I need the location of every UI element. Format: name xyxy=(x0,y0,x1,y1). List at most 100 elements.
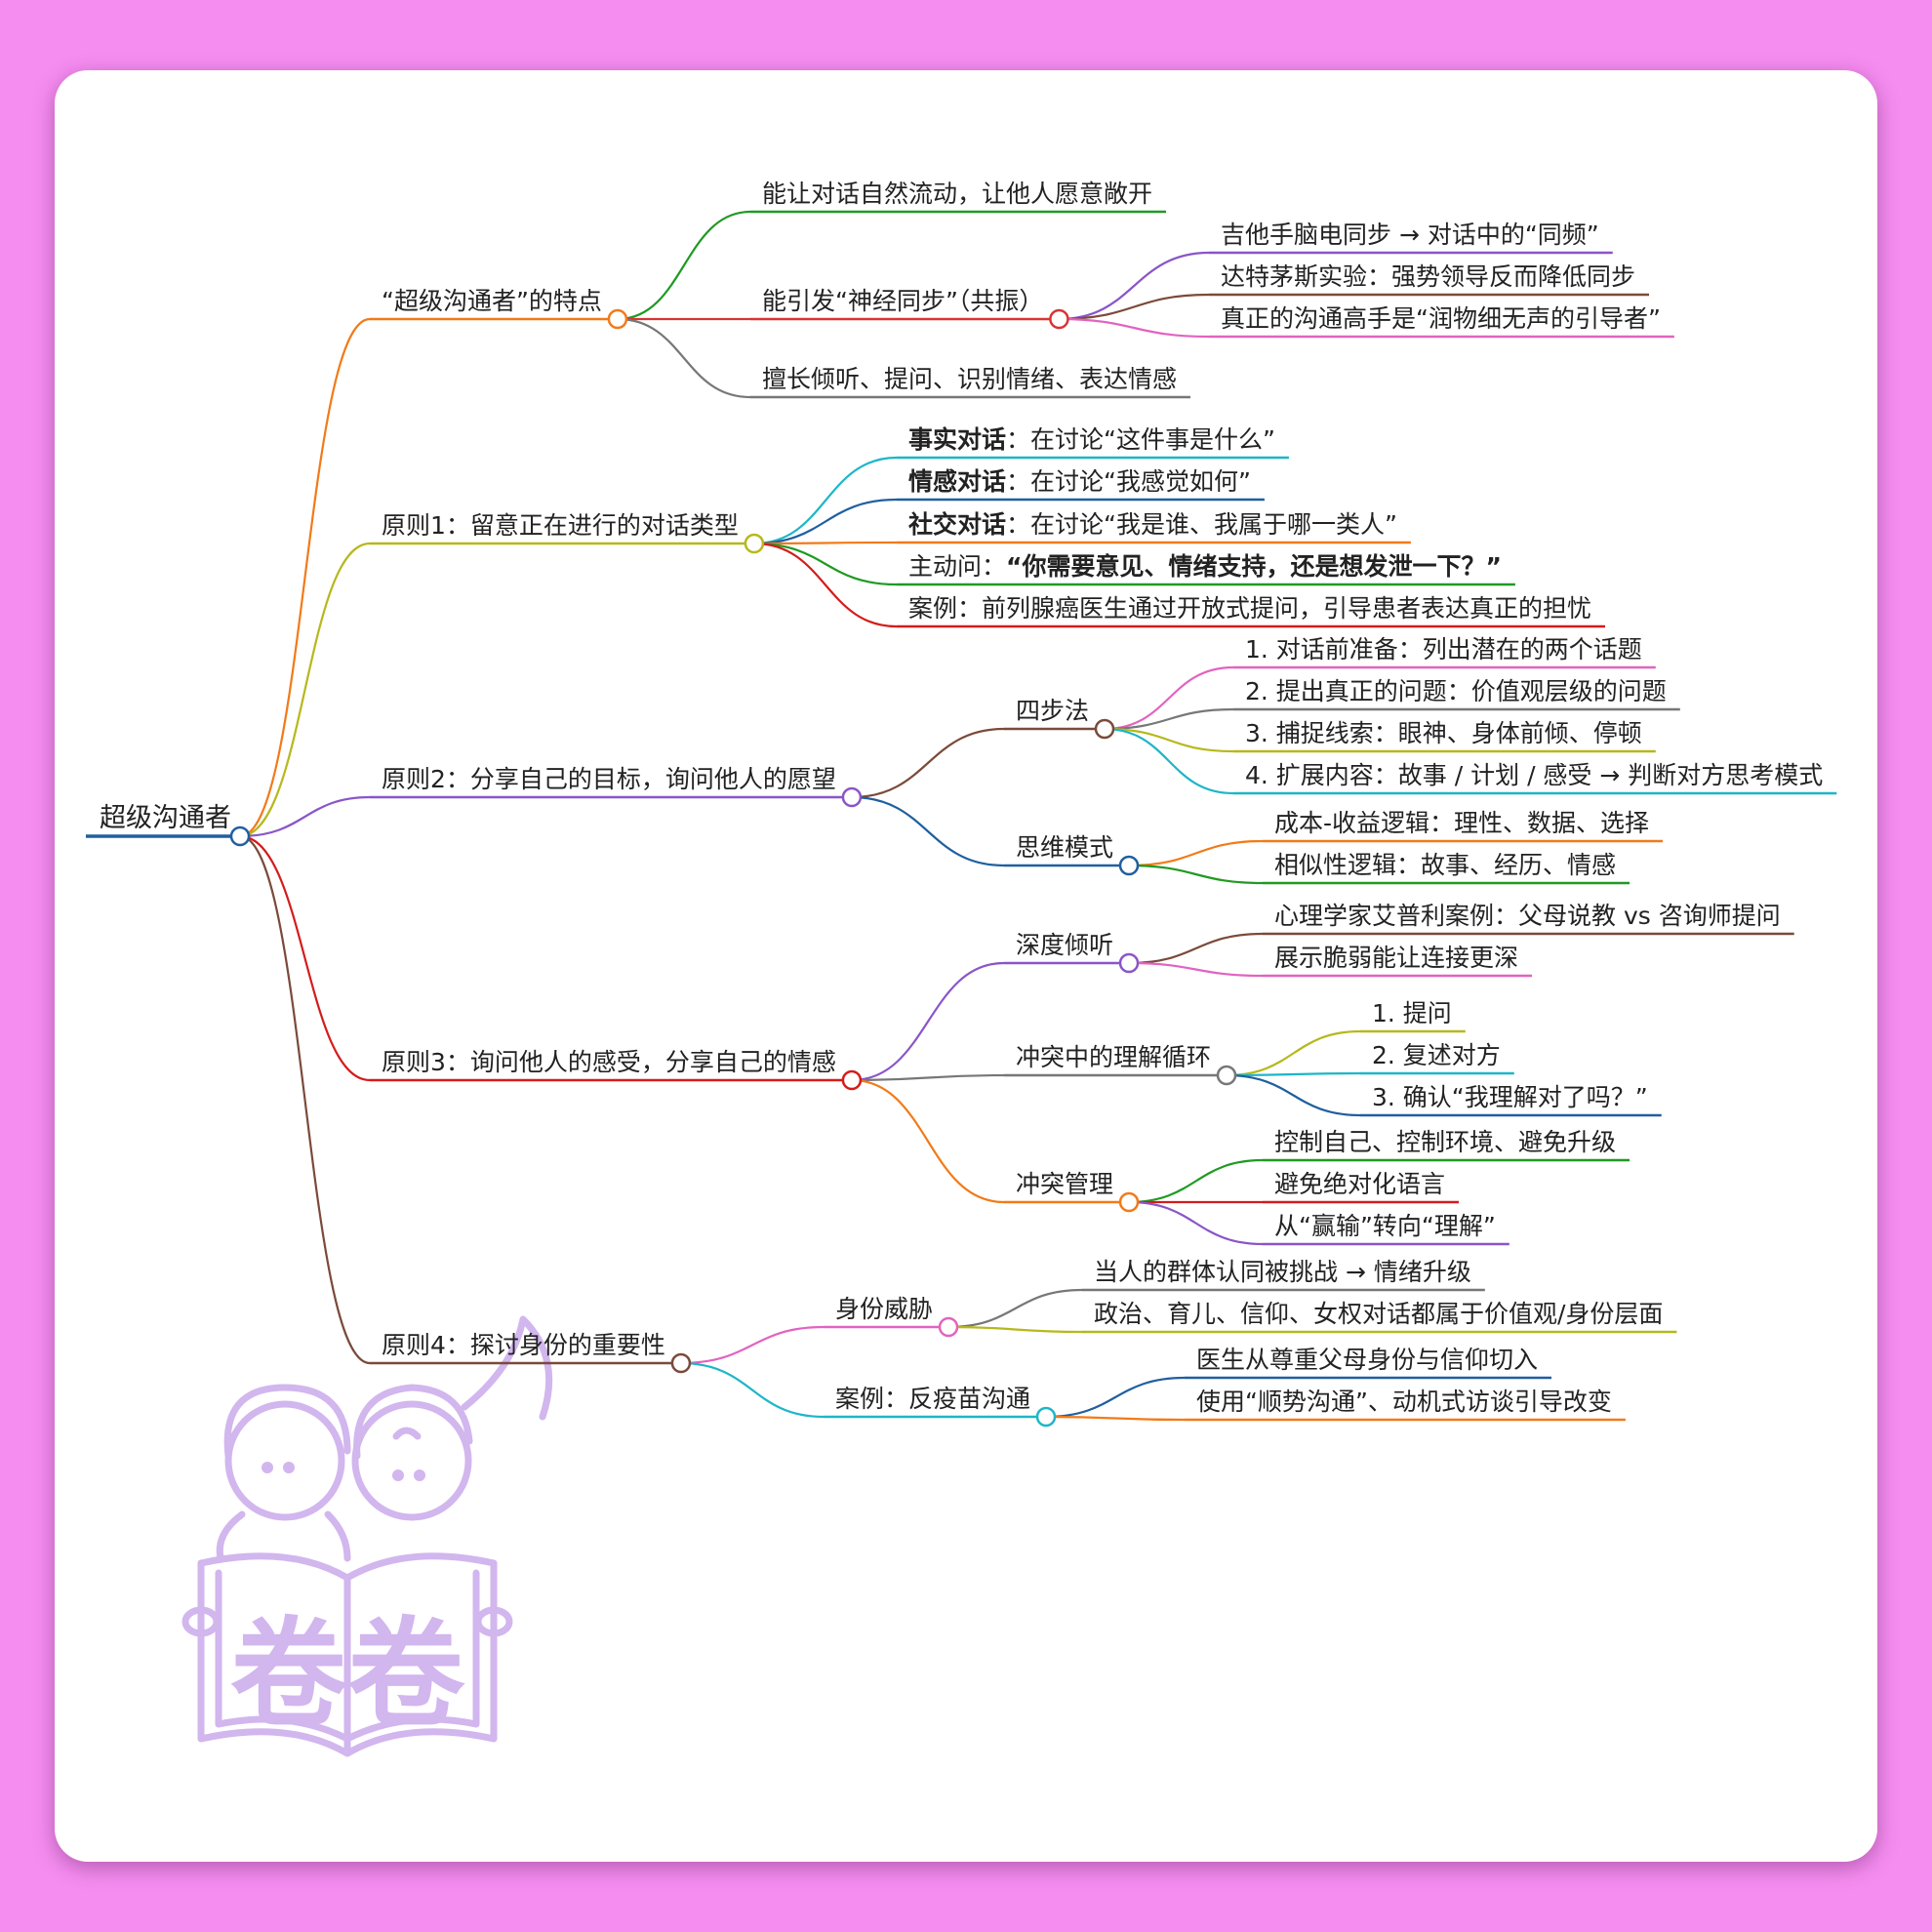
edge-3.0.0 xyxy=(1129,932,1264,965)
node-text: 思维模式 xyxy=(1016,833,1113,862)
node-dot-root[interactable] xyxy=(229,825,251,847)
edge-4 xyxy=(239,834,371,1365)
node-label-2.1.1: 相似性逻辑：故事、经历、情感 xyxy=(1274,851,1616,879)
node-label-3.2.0: 控制自己、控制环境、避免升级 xyxy=(1274,1128,1616,1156)
node-label-2.1.0: 成本-收益逻辑：理性、数据、选择 xyxy=(1274,809,1649,837)
node-text: 4. 扩展内容：故事 / 计划 / 感受 → 判断对方思考模式 xyxy=(1245,761,1823,789)
node-text: 原则3：询问他人的感受，分享自己的情感 xyxy=(382,1048,836,1076)
edge-3.0 xyxy=(851,961,1005,1082)
edge-3.1.1 xyxy=(1227,1071,1361,1077)
node-label-0.2: 擅长倾听、提问、识别情绪、表达情感 xyxy=(762,365,1177,393)
edge-3.1 xyxy=(851,1073,1005,1082)
node-text: 原则2：分享自己的目标，询问他人的愿望 xyxy=(382,765,836,793)
node-text: 原则4：探讨身份的重要性 xyxy=(382,1331,665,1359)
node-text: 3. 确认“我理解对了吗？” xyxy=(1372,1083,1648,1111)
node-label-3.1: 冲突中的理解循环 xyxy=(1016,1043,1211,1071)
node-text: ：在讨论“我是谁、我属于哪一类人” xyxy=(1006,510,1397,539)
node-label-3.0.0: 心理学家艾普利案例：父母说教 vs 咨询师提问 xyxy=(1274,902,1781,930)
edge-4.0.1 xyxy=(948,1325,1083,1334)
edge-0.2 xyxy=(617,317,751,399)
node-text: 案例：前列腺癌医生通过开放式提问，引导患者表达真正的担忧 xyxy=(908,594,1591,623)
node-text: 成本-收益逻辑：理性、数据、选择 xyxy=(1274,809,1649,837)
node-dot-1[interactable] xyxy=(744,533,765,554)
edge-2.0.0 xyxy=(1105,665,1234,731)
node-label-4.0: 身份威胁 xyxy=(835,1295,933,1323)
node-dot-4.0[interactable] xyxy=(938,1316,959,1338)
edge-3.0.1 xyxy=(1129,961,1264,978)
node-bold-question: “你需要意见、情绪支持，还是想发泄一下？” xyxy=(1006,552,1502,581)
node-dot-2.0[interactable] xyxy=(1094,718,1115,740)
node-label-0.1.0: 吉他手脑电同步 → 对话中的“同频” xyxy=(1221,221,1599,249)
node-text: 冲突中的理解循环 xyxy=(1016,1043,1211,1071)
node-label-3.1.1: 2. 复述对方 xyxy=(1372,1041,1501,1069)
node-label-3.2: 冲突管理 xyxy=(1016,1170,1113,1198)
edge-2.0.1 xyxy=(1105,707,1234,731)
node-text: 深度倾听 xyxy=(1016,931,1113,959)
node-label-2.0.1: 2. 提出真正的问题：价值观层级的问题 xyxy=(1245,677,1667,705)
edge-3.2 xyxy=(851,1078,1005,1204)
node-label-4.1: 案例：反疫苗沟通 xyxy=(835,1385,1030,1413)
node-bold-term: 情感对话 xyxy=(908,467,1006,496)
node-label-3.2.1: 避免绝对化语言 xyxy=(1274,1170,1445,1198)
edge-1.4 xyxy=(753,542,898,628)
children-reading-watermark: 卷卷 xyxy=(181,1315,553,1757)
edge-1.1 xyxy=(753,498,898,545)
edge-3.2.2 xyxy=(1129,1200,1264,1246)
node-label-3.1.0: 1. 提问 xyxy=(1372,999,1452,1027)
node-dot-3[interactable] xyxy=(841,1069,863,1091)
node-text: 展示脆弱能让连接更深 xyxy=(1274,944,1518,972)
node-label-1.3: 主动问：“你需要意见、情绪支持，还是想发泄一下？” xyxy=(908,552,1502,581)
node-bold-term: 事实对话 xyxy=(908,425,1006,454)
node-text: 冲突管理 xyxy=(1016,1170,1113,1198)
edge-4.1.1 xyxy=(1046,1415,1186,1422)
edge-1.3 xyxy=(753,542,898,586)
node-dot-0[interactable] xyxy=(607,308,628,330)
edge-2.0 xyxy=(851,727,1005,799)
node-bold-term: 社交对话 xyxy=(908,510,1006,539)
node-text: 吉他手脑电同步 → 对话中的“同频” xyxy=(1221,221,1599,249)
node-text: 能引发“神经同步”（共振） xyxy=(762,287,1043,315)
node-dot-4.1[interactable] xyxy=(1035,1406,1057,1428)
node-text: 达特茅斯实验：强势领导反而降低同步 xyxy=(1221,262,1635,291)
node-text: 控制自己、控制环境、避免升级 xyxy=(1274,1128,1616,1156)
node-text: 医生从尊重父母身份与信仰切入 xyxy=(1196,1346,1538,1374)
node-text: 超级沟通者 xyxy=(100,803,231,833)
mindmap-nodes: 超级沟通者“超级沟通者”的特点能让对话自然流动，让他人愿意敞开能引发“神经同步”… xyxy=(100,180,1823,1428)
edge-2.1 xyxy=(851,795,1005,867)
node-text: 1. 提问 xyxy=(1372,999,1452,1027)
edge-3 xyxy=(239,834,371,1082)
node-dot-3.2[interactable] xyxy=(1118,1191,1140,1213)
node-label-2.1: 思维模式 xyxy=(1016,833,1113,862)
node-text: 2. 复述对方 xyxy=(1372,1041,1501,1069)
node-text: 从“赢输”转向“理解” xyxy=(1274,1212,1496,1240)
node-dot-3.0[interactable] xyxy=(1118,952,1140,974)
node-label-4.1.0: 医生从尊重父母身份与信仰切入 xyxy=(1196,1346,1538,1374)
edge-2.0.3 xyxy=(1105,727,1234,795)
node-dot-2[interactable] xyxy=(841,786,863,808)
node-label-4.0.1: 政治、育儿、信仰、女权对话都属于价值观/身份层面 xyxy=(1094,1300,1663,1328)
edge-3.1.0 xyxy=(1227,1029,1361,1077)
edge-1.0 xyxy=(753,456,898,545)
node-dot-3.1[interactable] xyxy=(1216,1065,1237,1086)
edge-1 xyxy=(239,542,371,838)
node-text: 相似性逻辑：故事、经历、情感 xyxy=(1274,851,1616,879)
watermark-text: 卷卷 xyxy=(230,1607,465,1743)
node-text: ：在讨论“我感觉如何” xyxy=(1006,467,1251,496)
node-label-3.0.1: 展示脆弱能让连接更深 xyxy=(1274,944,1518,972)
node-text: 主动问： xyxy=(908,552,1006,581)
edge-0 xyxy=(239,317,371,838)
node-text: 3. 捕捉线索：眼神、身体前倾、停顿 xyxy=(1245,719,1642,747)
node-label-2: 原则2：分享自己的目标，询问他人的愿望 xyxy=(382,765,836,793)
node-label-3.1.2: 3. 确认“我理解对了吗？” xyxy=(1372,1083,1648,1111)
edge-4.1 xyxy=(680,1361,825,1419)
node-label-4: 原则4：探讨身份的重要性 xyxy=(382,1331,665,1359)
node-dot-2.1[interactable] xyxy=(1118,855,1140,876)
node-dot-0.1[interactable] xyxy=(1049,308,1069,330)
node-text: 身份威胁 xyxy=(835,1295,933,1323)
edge-0.1.2 xyxy=(1059,317,1210,339)
node-label-2.0.2: 3. 捕捉线索：眼神、身体前倾、停顿 xyxy=(1245,719,1642,747)
node-text: 使用“顺势沟通”、动机式访谈引导改变 xyxy=(1196,1388,1612,1416)
mindmap-card: 卷卷 超级沟通者“超级沟通者”的特点能让对话自然流动，让他人愿意敞开能引发“神经… xyxy=(55,70,1877,1862)
node-label-0.0: 能让对话自然流动，让他人愿意敞开 xyxy=(762,180,1152,208)
node-dot-4[interactable] xyxy=(670,1352,692,1374)
